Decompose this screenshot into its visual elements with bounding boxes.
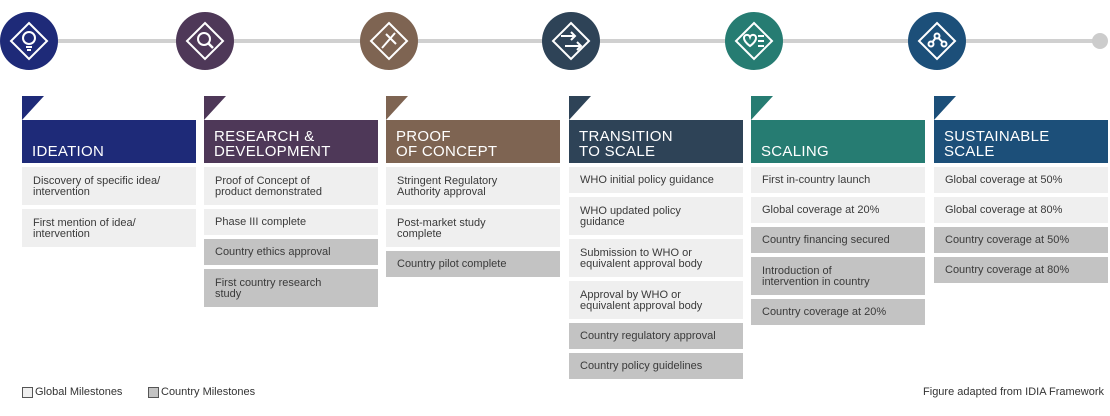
country-milestone: Introduction of intervention in country bbox=[751, 257, 925, 295]
stage-title-line: OF CONCEPT bbox=[396, 143, 498, 160]
pencil-ruler-icon bbox=[369, 21, 409, 61]
stage-node-ideation bbox=[0, 12, 58, 70]
stage-node-research bbox=[176, 12, 234, 70]
stage-title-line: IDEATION bbox=[32, 143, 105, 160]
country-milestone: Country policy guidelines bbox=[569, 353, 743, 379]
stage-node-scaling bbox=[725, 12, 783, 70]
legend-label-country: Country Milestones bbox=[161, 386, 256, 398]
stage-title: PROOF OF CONCEPT bbox=[386, 120, 560, 163]
global-milestone: Global coverage at 20% bbox=[751, 197, 925, 223]
milestone-list: Discovery of specific idea/ intervention… bbox=[22, 167, 196, 247]
figure-source-note: Figure adapted from IDIA Framework bbox=[923, 386, 1104, 398]
timeline-end-dot bbox=[1092, 33, 1108, 49]
stage-title: TRANSITION TO SCALE bbox=[569, 120, 743, 163]
stage-column-sustainable: SUSTAINABLE SCALE Global coverage at 50%… bbox=[934, 96, 1108, 283]
legend-swatch-global bbox=[22, 386, 33, 398]
stage-title-line: TO SCALE bbox=[579, 143, 656, 160]
global-milestone: WHO updated policy guidance bbox=[569, 197, 743, 235]
stage-flag bbox=[204, 96, 226, 120]
heart-list-icon bbox=[734, 21, 774, 61]
global-milestone: Global coverage at 80% bbox=[934, 197, 1108, 223]
stage-title: RESEARCH & DEVELOPMENT bbox=[204, 120, 378, 163]
network-nodes-icon bbox=[917, 21, 957, 61]
stage-column-ideation: IDEATION Discovery of specific idea/ int… bbox=[22, 96, 196, 247]
stage-title-line: SUSTAINABLE bbox=[944, 128, 1050, 145]
global-milestone: Stringent Regulatory Authority approval bbox=[386, 167, 560, 205]
global-milestone: First in-country launch bbox=[751, 167, 925, 193]
country-milestone: Country coverage at 20% bbox=[751, 299, 925, 325]
global-milestone: WHO initial policy guidance bbox=[569, 167, 743, 193]
milestone-list: Proof of Concept of product demonstrated… bbox=[204, 167, 378, 307]
global-milestone: Discovery of specific idea/ intervention bbox=[22, 167, 196, 205]
stage-node-sustainable bbox=[908, 12, 966, 70]
global-milestone: Submission to WHO or equivalent approval… bbox=[569, 239, 743, 277]
stage-node-transition bbox=[542, 12, 600, 70]
stage-flag bbox=[386, 96, 408, 120]
stage-flag bbox=[934, 96, 956, 120]
global-milestone: First mention of idea/ intervention bbox=[22, 209, 196, 247]
stage-title-line: SCALING bbox=[761, 143, 829, 160]
country-milestone: Country ethics approval bbox=[204, 239, 378, 265]
stage-title-line: DEVELOPMENT bbox=[214, 143, 331, 160]
country-milestone: Country pilot complete bbox=[386, 251, 560, 277]
global-milestone: Phase III complete bbox=[204, 209, 378, 235]
transition-arrows-icon bbox=[551, 21, 591, 61]
stage-flag bbox=[22, 96, 44, 120]
stage-title-line: RESEARCH & bbox=[214, 128, 315, 145]
milestone-list: Global coverage at 50% Global coverage at… bbox=[934, 167, 1108, 283]
stage-title-line: PROOF bbox=[396, 128, 451, 145]
stage-title-line: TRANSITION bbox=[579, 128, 673, 145]
legend-global: Global Milestones bbox=[22, 386, 122, 398]
stage-title: IDEATION bbox=[22, 120, 196, 163]
stage-flag bbox=[751, 96, 773, 120]
country-milestone: Country financing secured bbox=[751, 227, 925, 253]
stage-node-proof bbox=[360, 12, 418, 70]
stage-column-proof: PROOF OF CONCEPT Stringent Regulatory Au… bbox=[386, 96, 560, 277]
country-milestone: Country regulatory approval bbox=[569, 323, 743, 349]
country-milestone: Country coverage at 50% bbox=[934, 227, 1108, 253]
global-milestone: Approval by WHO or equivalent approval b… bbox=[569, 281, 743, 319]
magnifier-icon bbox=[185, 21, 225, 61]
stage-title: SUSTAINABLE SCALE bbox=[934, 120, 1108, 163]
stage-title: SCALING bbox=[751, 120, 925, 163]
legend-country: Country Milestones bbox=[148, 386, 255, 398]
stage-title-line: SCALE bbox=[944, 143, 995, 160]
stage-flag bbox=[569, 96, 591, 120]
global-milestone: Post-market study complete bbox=[386, 209, 560, 247]
country-milestone: Country coverage at 80% bbox=[934, 257, 1108, 283]
lightbulb-icon bbox=[9, 21, 49, 61]
stage-column-research: RESEARCH & DEVELOPMENT Proof of Concept … bbox=[204, 96, 378, 307]
global-milestone: Global coverage at 50% bbox=[934, 167, 1108, 193]
legend-label-global: Global Milestones bbox=[35, 386, 123, 398]
legend-swatch-country bbox=[148, 386, 159, 398]
global-milestone: Proof of Concept of product demonstrated bbox=[204, 167, 378, 205]
country-milestone: First country research study bbox=[204, 269, 378, 307]
stage-column-transition: TRANSITION TO SCALE WHO initial policy g… bbox=[569, 96, 743, 379]
